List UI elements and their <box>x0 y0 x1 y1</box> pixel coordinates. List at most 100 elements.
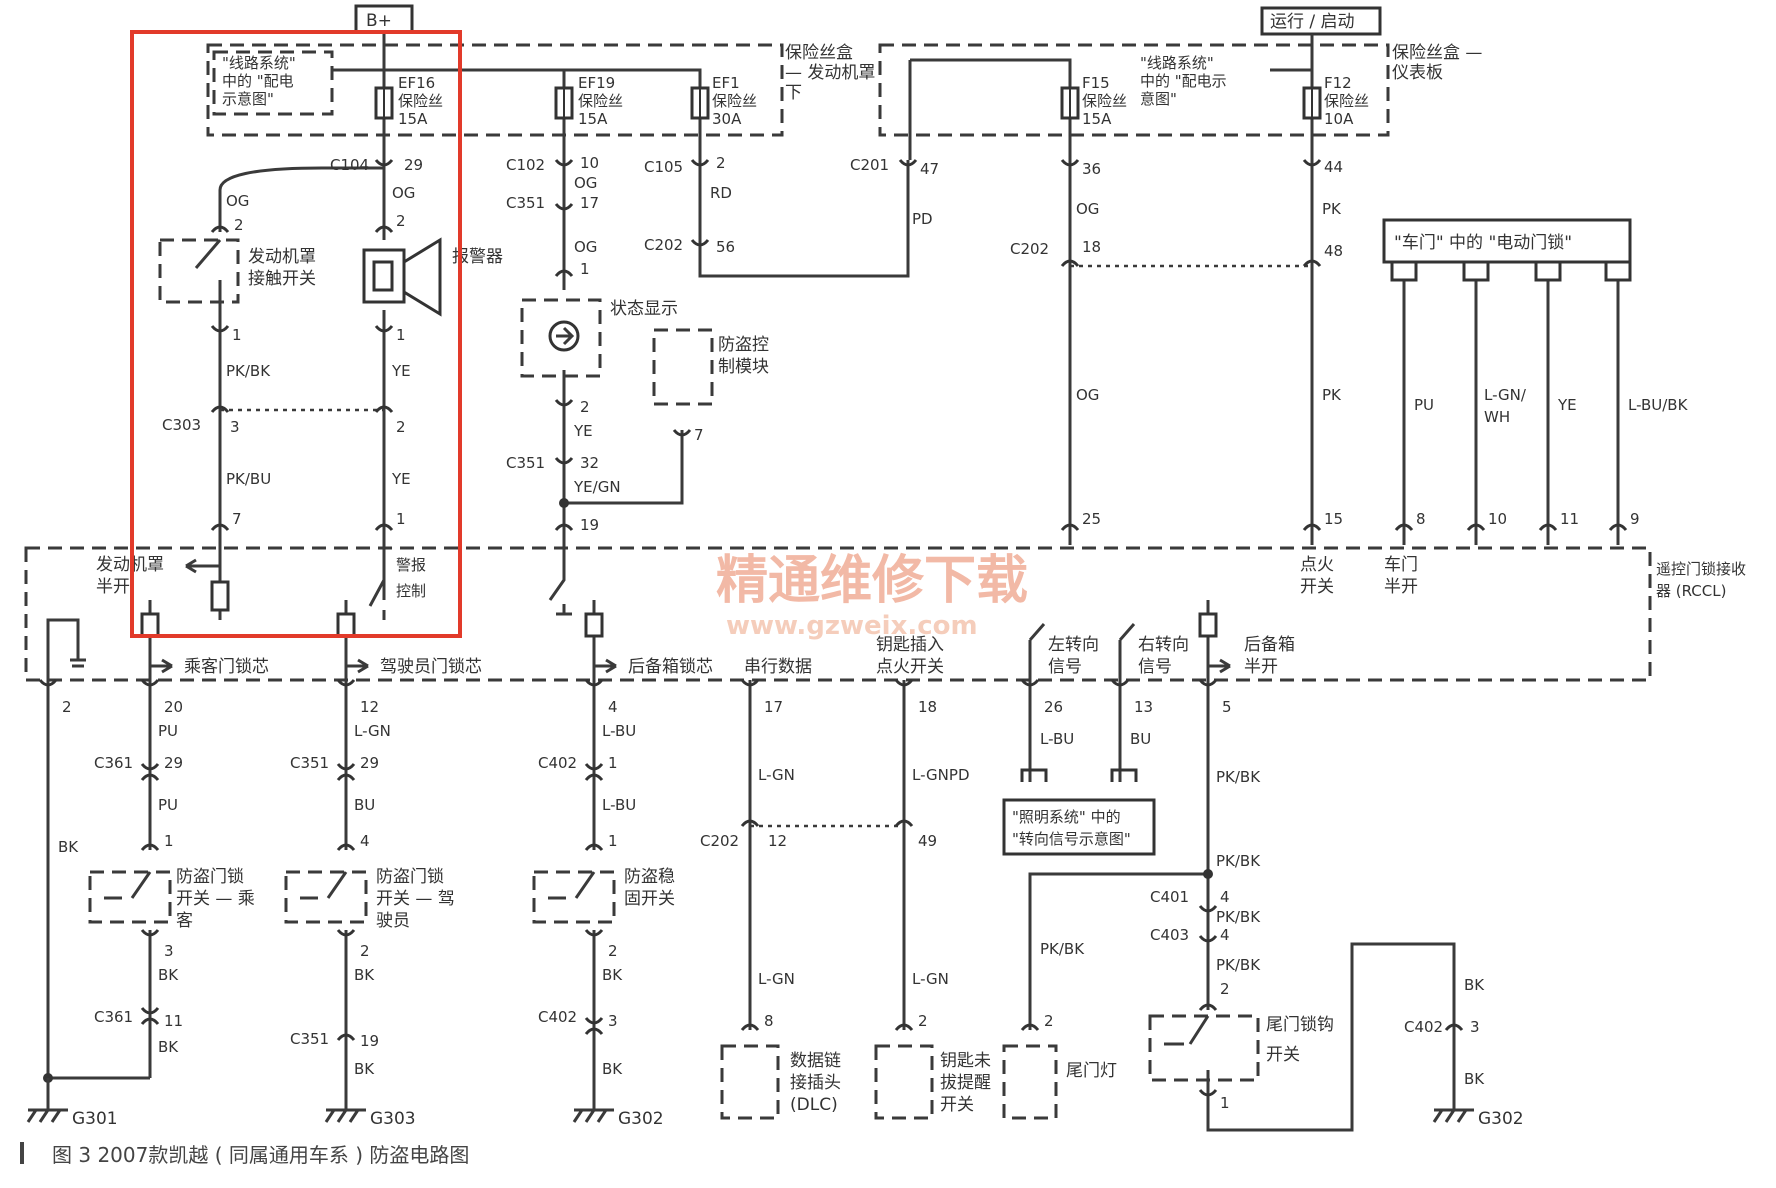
ground-g303: G303 <box>370 1109 416 1129</box>
door-ajar-label-2: 半开 <box>1384 577 1418 597</box>
wire-label: 29 <box>164 754 183 772</box>
wire-label: 7 <box>694 426 704 444</box>
wire-label: C361 <box>94 1008 133 1026</box>
fuse-box-underhood-label-3: 下 <box>785 83 802 103</box>
trunk-ajar-label-2: 半开 <box>1244 657 1278 677</box>
driver-lock-label: 驾驶员门锁芯 <box>380 657 482 677</box>
wire-label: C102 <box>506 156 545 174</box>
fuse-f15 <box>1060 86 1080 120</box>
wire-label: C402 <box>538 1008 577 1026</box>
wire-label: 29 <box>404 156 423 174</box>
wire-label: 9 <box>1630 510 1640 528</box>
wire-label: L-BU <box>602 796 636 814</box>
wire-label: 11 <box>1560 510 1579 528</box>
wire-label: 5 <box>1222 698 1232 716</box>
fuse-ef16-type: 保险丝 <box>398 92 443 110</box>
wire-label: C202 <box>1010 240 1049 258</box>
ground-g301: G301 <box>72 1109 118 1129</box>
tail-lamp-box <box>1002 1044 1058 1120</box>
wire-label: BK <box>158 1038 179 1056</box>
wire-label: 29 <box>360 754 379 772</box>
fuse-f15-name: F15 <box>1082 74 1110 92</box>
wire-label: 3 <box>164 942 174 960</box>
wire-label: OG <box>574 174 597 192</box>
wire-label: 25 <box>1082 510 1101 528</box>
wire-label: 2 <box>608 942 618 960</box>
run-start-label: 运行 / 启动 <box>1270 12 1355 32</box>
fuse-ef16-name: EF16 <box>398 74 435 92</box>
wire-label: 3 <box>608 1012 618 1030</box>
immobilizer-box <box>652 328 714 406</box>
wire-label: PK/BK <box>1216 956 1261 974</box>
fuse-f15-type: 保险丝 <box>1082 92 1127 110</box>
fuse-box-panel-label-2: 仪表板 <box>1392 63 1443 83</box>
wire-label: BK <box>354 1060 375 1078</box>
wire-label: C351 <box>506 194 545 212</box>
wire-label: 19 <box>360 1032 379 1050</box>
wire-label: 2 <box>360 942 370 960</box>
driver-door-switch <box>284 870 368 924</box>
wire-label: OG <box>574 238 597 256</box>
wire-label: L-BU <box>602 722 636 740</box>
hood-ajar-label-2: 半开 <box>96 577 130 597</box>
wire-label: C104 <box>330 156 369 174</box>
fuse-ef19-rating: 15A <box>578 110 608 128</box>
wire-label: PU <box>158 796 178 814</box>
wire-label: 56 <box>716 238 735 256</box>
power-ref-1: "线路系统" <box>222 54 296 72</box>
turn-signal-ref-1: "照明系统" 中的 <box>1012 808 1121 826</box>
wire-label: 2 <box>62 698 72 716</box>
wire-label: 2 <box>396 418 406 436</box>
wire-label: 18 <box>918 698 937 716</box>
fuse-f12-rating: 10A <box>1324 110 1354 128</box>
wire-label: 1 <box>232 326 242 344</box>
wire-label: PD <box>912 210 933 228</box>
wire-label: PK/BK <box>1040 940 1085 958</box>
wire-label: 17 <box>580 194 599 212</box>
wire-label: PK/BK <box>1216 908 1261 926</box>
fuse-box-underhood <box>206 43 784 137</box>
fuse-f12-name: F12 <box>1324 74 1352 92</box>
wire-label: L-GN <box>758 970 795 988</box>
key-in-label-2: 点火开关 <box>876 657 944 677</box>
wire-label: YE <box>573 422 593 440</box>
tail-lamp-label: 尾门灯 <box>1066 1061 1117 1081</box>
wire-label: PU <box>158 722 178 740</box>
power-ref-b1: "线路系统" <box>1140 54 1214 72</box>
wire-label: C105 <box>644 158 683 176</box>
fuse-f12 <box>1302 86 1322 120</box>
wire-label: OG <box>1076 200 1099 218</box>
fuse-ef1-type: 保险丝 <box>712 92 757 110</box>
wire-label: 2 <box>1044 1012 1054 1030</box>
wire-label: BK <box>58 838 79 856</box>
wire-label: L-GN <box>912 970 949 988</box>
caption-bar-mark <box>20 1142 24 1164</box>
fuse-ef1 <box>690 86 710 120</box>
wire-label: 1 <box>1220 1094 1230 1112</box>
dlc-label-3: (DLC) <box>790 1095 838 1115</box>
wire-label: PK <box>1322 386 1342 404</box>
wire-label: 10 <box>580 154 599 172</box>
wire-label: 26 <box>1044 698 1063 716</box>
wire-label: BK <box>602 1060 623 1078</box>
door-lock-ref-label: "车门" 中的 "电动门锁" <box>1394 233 1572 253</box>
key-reminder-box <box>874 1044 934 1120</box>
immobilizer-label-1: 防盗控 <box>718 335 769 355</box>
wire-label: 12 <box>360 698 379 716</box>
fuse-box-underhood-label-1: 保险丝盒 <box>785 43 853 63</box>
wire-label: PK/BK <box>1216 768 1261 786</box>
fuse-ef16 <box>374 86 394 120</box>
wire-label: 15 <box>1324 510 1343 528</box>
wire-label: YE <box>391 362 411 380</box>
run-start-box <box>1260 6 1382 36</box>
left-turn-label-2: 信号 <box>1048 657 1082 677</box>
wire-label: BK <box>158 966 179 984</box>
driver-switch-label-1: 防盗门锁 <box>376 867 444 887</box>
wire-label: BU <box>1130 730 1151 748</box>
wire-label: 2 <box>234 216 244 234</box>
wire-label: C202 <box>700 832 739 850</box>
wire-label: 47 <box>920 160 939 178</box>
figure-caption: 图 3 2007款凯越 ( 同属通用车系 ) 防盗电路图 <box>52 1143 469 1167</box>
wire-label: YE/GN <box>573 478 621 496</box>
wire-label: 36 <box>1082 160 1101 178</box>
